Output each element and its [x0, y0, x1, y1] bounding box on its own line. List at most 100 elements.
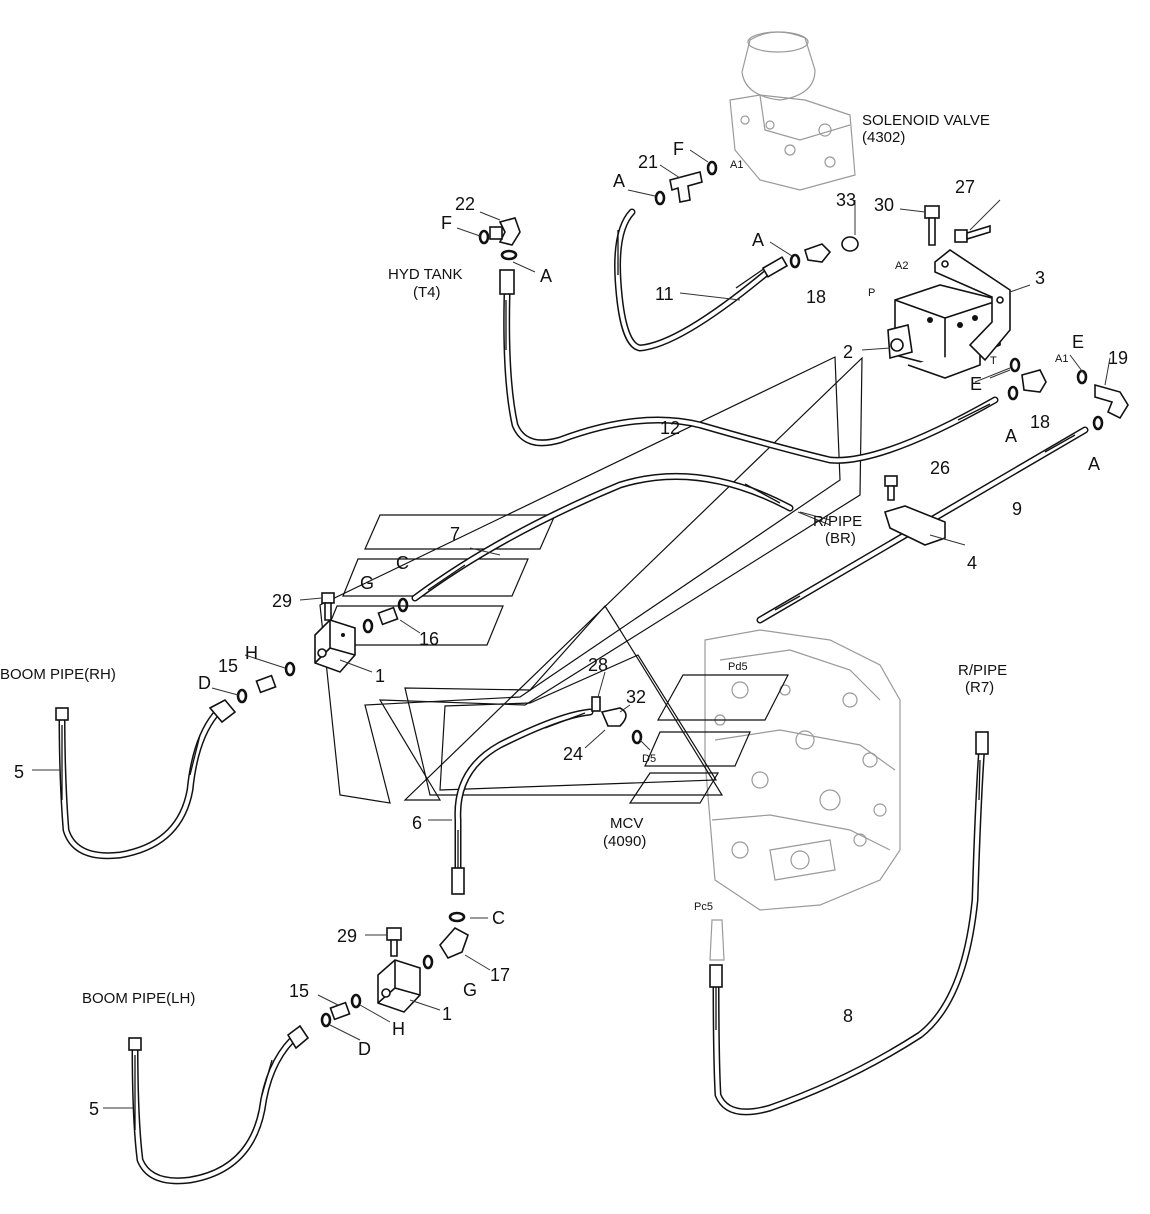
- letter-g-lower: G: [463, 980, 477, 1000]
- callout-5-upper: 5: [14, 762, 24, 782]
- port-a2: A2: [895, 260, 908, 272]
- letter-a-21: A: [613, 171, 625, 191]
- boom-pipe-lh-label: BOOM PIPE(LH): [82, 990, 195, 1007]
- block-1-upper: [314, 619, 356, 673]
- letter-e-mid: E: [970, 374, 982, 394]
- elbow-18-lower: [1021, 369, 1047, 393]
- callout-3: 3: [1035, 268, 1045, 288]
- callout-2: 2: [843, 342, 853, 362]
- callout-16: 16: [419, 629, 439, 649]
- letter-f-22: F: [441, 213, 452, 233]
- plug-33: [841, 236, 859, 252]
- callout-28: 28: [588, 655, 608, 675]
- letter-g-upper: G: [360, 573, 374, 593]
- elbow-17: [439, 926, 469, 960]
- hose-11-fitting: [761, 256, 789, 278]
- clamp-24: [600, 707, 627, 727]
- callout-18-lower: 18: [1030, 412, 1050, 432]
- hose-5-lower-end: [128, 1037, 142, 1051]
- callout-9: 9: [1012, 499, 1022, 519]
- mcv-label: MCV: [610, 815, 643, 832]
- label-frames: [320, 514, 789, 804]
- boom-pipe-rh-label: BOOM PIPE(RH): [0, 666, 116, 683]
- callout-15-upper: 15: [218, 656, 238, 676]
- hyd-tank-number: (T4): [413, 284, 441, 301]
- hyd-tank-label: HYD TANK: [388, 266, 462, 283]
- port-p: P: [868, 287, 875, 299]
- bolt-26: [884, 475, 898, 501]
- bolt-29-lower: [386, 927, 402, 957]
- hose-8-end: [709, 964, 723, 988]
- pipe-r7-end: [975, 731, 989, 755]
- callout-11: 11: [655, 284, 674, 304]
- callout-27: 27: [955, 177, 975, 197]
- chevron-outline: [319, 356, 863, 804]
- mcv-ghost: [704, 629, 901, 961]
- callout-19: 19: [1108, 348, 1128, 368]
- hose-5-lower-elbow: [286, 1024, 310, 1050]
- solenoid-valve-label: SOLENOID VALVE: [862, 112, 990, 129]
- port-a1-right: A1: [1055, 353, 1068, 365]
- letter-e-right: E: [1072, 332, 1084, 352]
- r-pipe-r7-label: R/PIPE: [958, 662, 1007, 679]
- callout-6: 6: [412, 813, 422, 833]
- leader-lines: [32, 149, 1111, 1109]
- r-pipe-br-label: R/PIPE: [813, 513, 862, 530]
- callout-29-upper: 29: [272, 591, 292, 611]
- letter-a-22: A: [540, 266, 552, 286]
- callout-8: 8: [843, 1006, 853, 1026]
- letter-a-18: A: [752, 230, 764, 250]
- callout-15-lower: 15: [289, 981, 309, 1001]
- port-t: T: [990, 355, 997, 367]
- callout-30: 30: [874, 195, 894, 215]
- part-callouts: 21 22 33 30 27 3 11 18 2 19 12 18 26 9 4…: [14, 152, 1128, 1119]
- r-pipe-br-number: (BR): [825, 530, 856, 547]
- letter-h-lower: H: [392, 1019, 405, 1039]
- letter-c-upper: C: [396, 553, 409, 573]
- letter-f-top: F: [673, 139, 684, 159]
- reference-labels: SOLENOID VALVE (4302) HYD TANK (T4) R/PI…: [0, 112, 1007, 1007]
- callout-21: 21: [638, 152, 658, 172]
- callout-7: 7: [450, 524, 460, 544]
- port-labels: A1 A2 P T A1 Pd5 D5 Pc5: [642, 159, 1068, 913]
- letter-a-18b: A: [1005, 426, 1017, 446]
- hose-6: [454, 708, 594, 894]
- bolt-30: [924, 205, 940, 246]
- hose-5-upper-elbow: [208, 698, 237, 724]
- bolt-29-upper: [321, 592, 335, 621]
- letter-d-upper: D: [198, 673, 211, 693]
- letter-a-9: A: [1088, 454, 1100, 474]
- hose-6-end: [451, 867, 465, 895]
- o-rings: [236, 160, 1104, 1028]
- elbow-18-upper: [804, 243, 832, 263]
- fitting-16: [377, 606, 399, 626]
- callout-12: 12: [660, 418, 680, 438]
- hose-12: [503, 291, 999, 464]
- hose-11: [614, 208, 774, 352]
- port-d5: D5: [642, 753, 656, 765]
- bracket-3: [934, 249, 1011, 362]
- elbow-19: [1094, 383, 1129, 420]
- callout-1-upper: 1: [375, 666, 385, 686]
- callout-32: 32: [626, 687, 646, 707]
- callout-22: 22: [455, 194, 475, 214]
- hose-5-lower: [131, 1036, 296, 1185]
- fitting-15-lower: [329, 1001, 351, 1021]
- tee-fitting-21: [669, 171, 703, 203]
- hose-5-upper: [58, 711, 219, 860]
- callout-24: 24: [563, 744, 583, 764]
- hose-7: [411, 472, 794, 602]
- callout-26: 26: [930, 458, 950, 478]
- hose-8: [712, 741, 986, 1116]
- solenoid-valve-number: (4302): [862, 129, 905, 146]
- callout-4: 4: [967, 553, 977, 573]
- port-pd5: Pd5: [728, 661, 748, 673]
- solenoid-valve-ghost: [729, 31, 856, 191]
- mcv-number: (4090): [603, 833, 646, 850]
- callout-17: 17: [490, 965, 510, 985]
- callout-5-lower: 5: [89, 1099, 99, 1119]
- hose-5-upper-end: [55, 707, 69, 721]
- callout-18-upper: 18: [806, 287, 826, 307]
- letter-h-upper: H: [245, 643, 258, 663]
